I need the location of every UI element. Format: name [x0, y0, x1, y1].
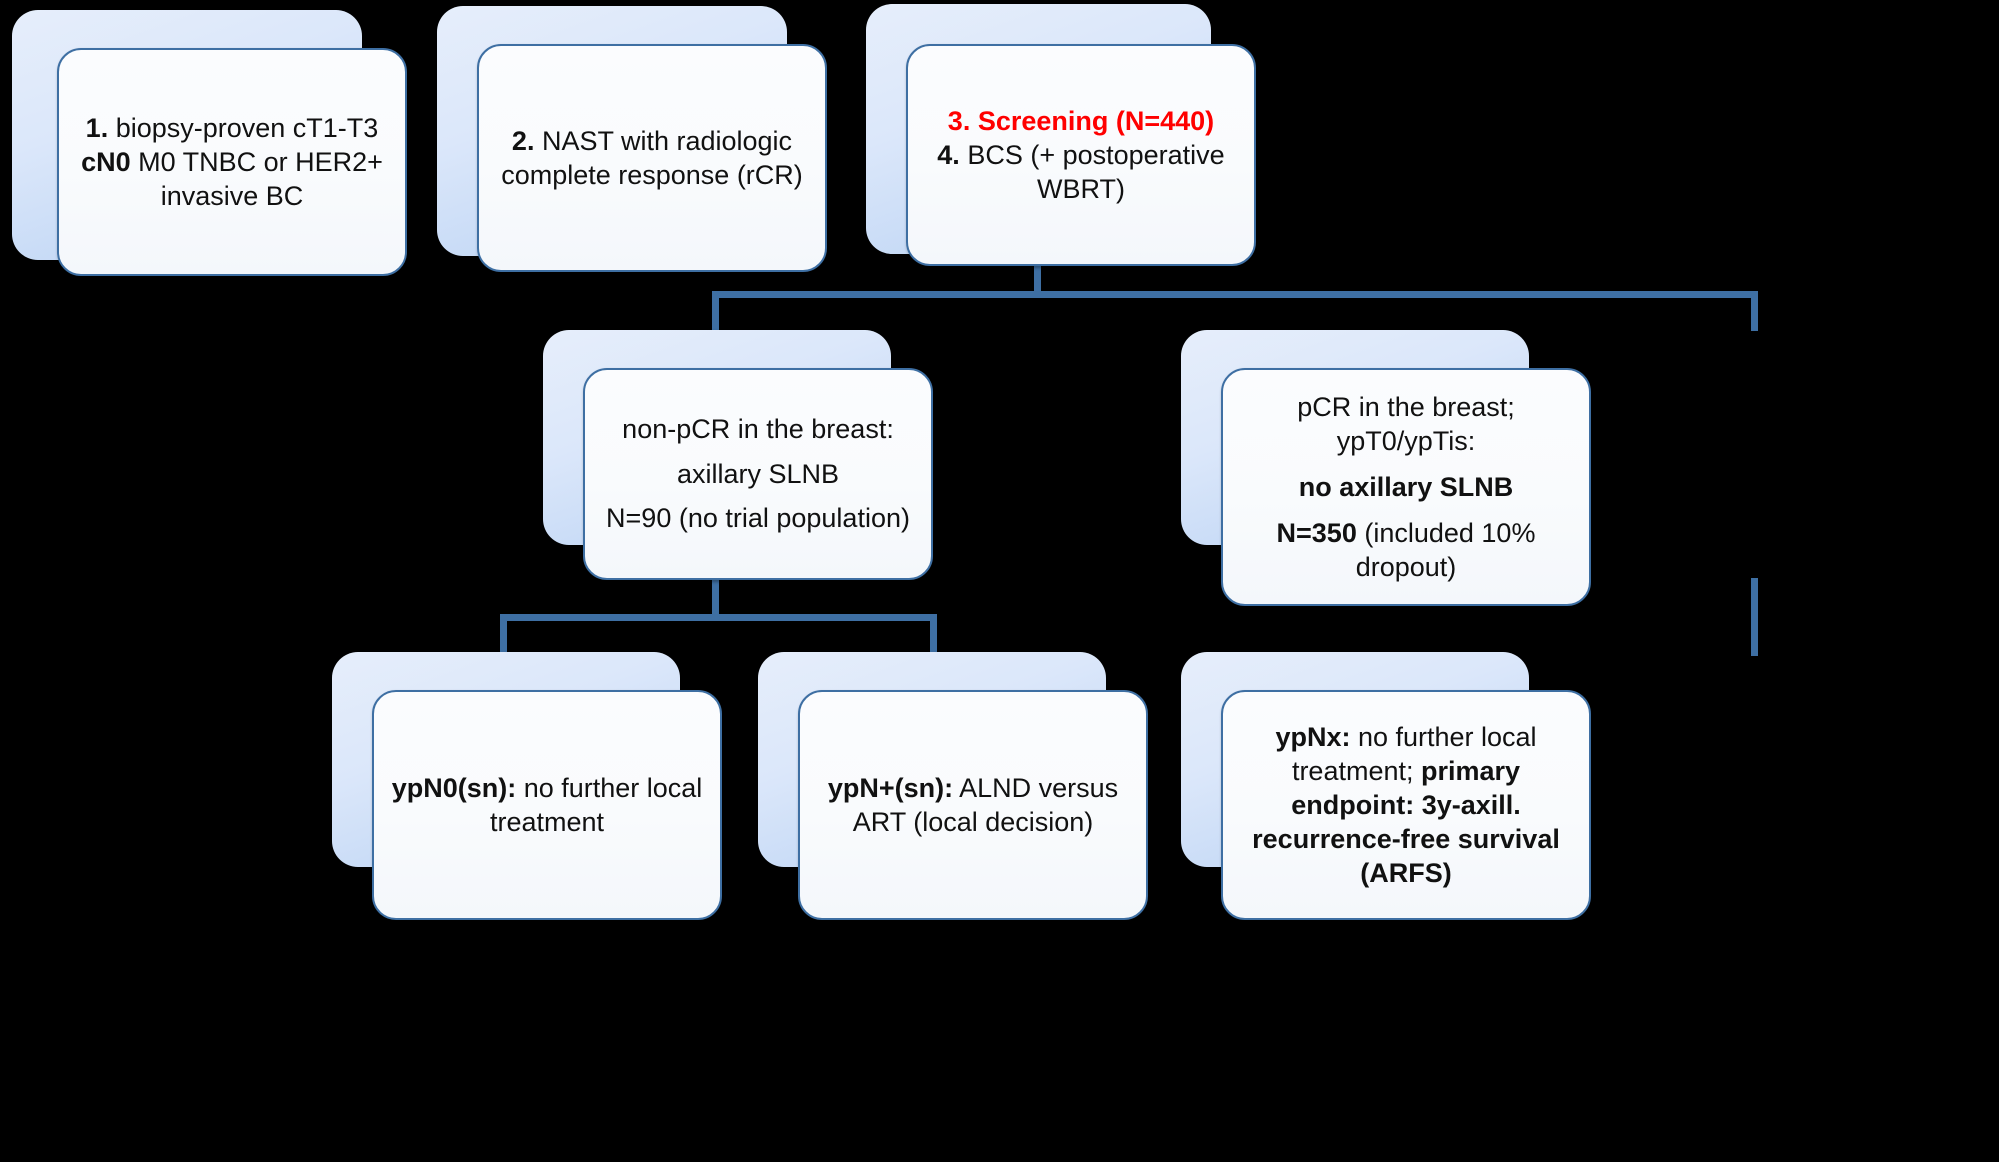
pcr-line3: no axillary SLNB	[1298, 471, 1514, 502]
screening-line1: 3. Screening (N=440)	[947, 105, 1215, 136]
nonpcr-line2: axillary SLNB	[676, 458, 840, 489]
screening-line2: BCS (+ postoperative	[959, 139, 1225, 170]
connector-pcr-to-ypnx	[1751, 578, 1758, 656]
ypn0-rest: no further local	[516, 772, 703, 803]
card-face: pCR in the breast; ypT0/ypTis: no axilla…	[1221, 368, 1591, 606]
ypnx-line2: treatment;	[1291, 755, 1421, 786]
connector-screening-down	[1034, 258, 1041, 296]
eligibility1-number: 1.	[85, 112, 109, 143]
card-face: ypNx: no further local treatment; primar…	[1221, 690, 1591, 920]
screening-line3: WBRT)	[1036, 174, 1125, 204]
pcr-line5: dropout)	[1355, 552, 1457, 583]
connector-to-pcr	[1751, 291, 1758, 331]
ypn0-bold: ypN0(sn):	[391, 772, 517, 803]
ypn0-line2: treatment	[489, 807, 605, 837]
node-eligibility-1[interactable]: 1. biopsy-proven cT1-T3 cN0 M0 TNBC or H…	[12, 10, 407, 276]
node-screening[interactable]: 3. Screening (N=440) 4. BCS (+ postopera…	[866, 4, 1256, 266]
ypnx-line2-bold: primary	[1421, 755, 1521, 786]
node-pcr[interactable]: pCR in the breast; ypT0/ypTis: no axilla…	[1181, 330, 1591, 606]
eligibility1-line3: invasive BC	[160, 181, 304, 211]
eligibility1-line2-bold: cN0	[81, 146, 131, 177]
screening-number: 4.	[937, 139, 960, 170]
eligibility2-number: 2.	[511, 125, 535, 156]
ypnx-line4: recurrence-free survival	[1252, 824, 1560, 854]
ypnplus-rest: ALND versus	[953, 772, 1119, 803]
card-face: ypN+(sn): ALND versus ART (local decisio…	[798, 690, 1148, 920]
node-ypnplus[interactable]: ypN+(sn): ALND versus ART (local decisio…	[758, 652, 1148, 920]
ypnx-line5: (ARFS)	[1360, 858, 1452, 889]
nonpcr-line3: N=90 (no trial population)	[606, 503, 910, 534]
eligibility2-line1: NAST with radiologic	[534, 125, 793, 156]
eligibility1-line2: M0 TNBC or HER2+	[130, 146, 383, 177]
card-face: 1. biopsy-proven cT1-T3 cN0 M0 TNBC or H…	[57, 48, 407, 276]
nonpcr-line1: non-pCR in the breast:	[622, 414, 894, 445]
ypnx-line1: no further local	[1350, 721, 1537, 752]
pcr-line4: (included 10%	[1356, 518, 1536, 548]
card-face: ypN0(sn): no further local treatment	[372, 690, 722, 920]
eligibility2-line2: complete response (rCR)	[501, 160, 803, 190]
connector-level2-horizontal	[500, 614, 937, 621]
node-non-pcr[interactable]: non-pCR in the breast: axillary SLNB N=9…	[543, 330, 933, 580]
ypnplus-line2: ART (local decision)	[852, 807, 1094, 837]
pcr-line4-bold: N=350	[1276, 518, 1357, 548]
connector-level1-horizontal	[712, 291, 1758, 298]
connector-to-ypnplus	[930, 614, 937, 656]
connector-nonpcr-down	[712, 578, 719, 618]
card-face: 3. Screening (N=440) 4. BCS (+ postopera…	[906, 44, 1256, 266]
connector-to-ypn0	[500, 614, 507, 656]
pcr-line1: pCR in the breast;	[1297, 391, 1515, 422]
ypnplus-bold: ypN+(sn):	[827, 772, 954, 803]
eligibility1-line1: biopsy-proven cT1-T3	[108, 112, 379, 143]
node-eligibility-2[interactable]: 2. NAST with radiologic complete respons…	[437, 6, 827, 272]
ypnx-bold: ypNx:	[1275, 721, 1351, 752]
ypnx-line3: endpoint: 3y-axill.	[1291, 789, 1521, 820]
connector-to-nonpcr	[712, 291, 719, 331]
node-ypn0[interactable]: ypN0(sn): no further local treatment	[332, 652, 722, 920]
card-face: 2. NAST with radiologic complete respons…	[477, 44, 827, 272]
card-face: non-pCR in the breast: axillary SLNB N=9…	[583, 368, 933, 580]
pcr-line2: ypT0/ypTis:	[1336, 425, 1476, 456]
node-ypnx[interactable]: ypNx: no further local treatment; primar…	[1181, 652, 1591, 920]
